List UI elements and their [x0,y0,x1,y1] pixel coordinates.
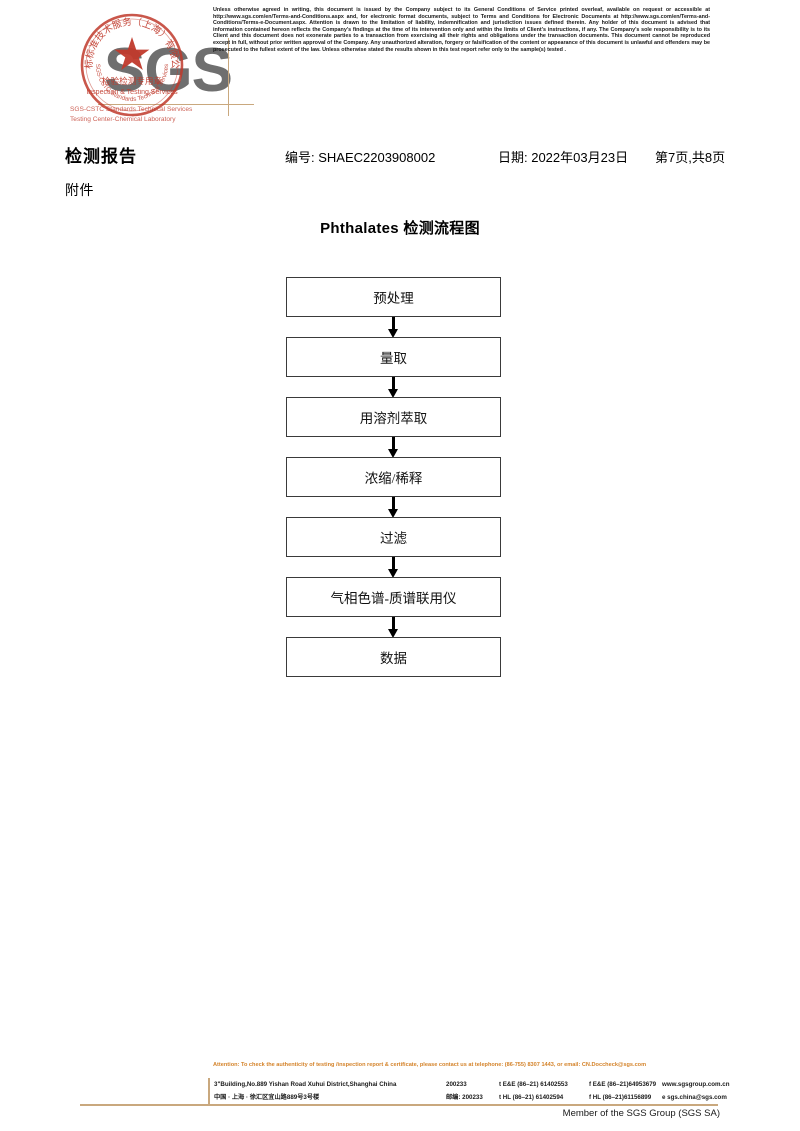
flow-arrow-3 [286,437,501,458]
logo-vertical-rule [228,38,229,116]
flow-step-2: 量取 [286,337,501,377]
flow-arrow-6 [286,617,501,638]
svg-text:检验检测专用章: 检验检测专用章 [102,75,163,86]
company-seal: 国标标准技术服务（上海）有限公司 SGS-CSTC Standards Tech… [68,5,196,133]
svg-text:SGS-CSTC Standards Technical S: SGS-CSTC Standards Technical Services [70,106,193,113]
phone-en-1: t E&E (86–21) 61402553 [499,1081,568,1088]
flow-arrow-5 [286,557,501,578]
address-row-en: 3"Building,No.889 Yishan Road Xuhui Dist… [214,1078,730,1091]
svg-text:Inspection & Testing Services: Inspection & Testing Services [86,89,178,96]
flow-step-1: 预处理 [286,277,501,317]
address-row-cn: 中国 · 上海 · 徐汇区宜山路889号3号楼 邮编: 200233 t HL … [214,1091,727,1104]
flow-arrow-4 [286,497,501,518]
phone-cn-1: t HL (86–21) 61402594 [499,1094,564,1101]
address-en: 3"Building,No.889 Yishan Road Xuhui Dist… [214,1081,397,1088]
report-number: 编号: SHAEC2203908002 [285,150,436,165]
flow-step-3: 用溶剂萃取 [286,397,501,437]
page-subtitle: 附件 [65,182,94,198]
postcode-cn: 邮编: 200233 [446,1094,483,1101]
footer-divider [80,1104,718,1106]
flow-step-6: 气相色谱-质谱联用仪 [286,577,501,617]
flowchart-title: Phthalates 检测流程图 [320,220,480,237]
phone-cn-2: f HL (86–21)61156899 [589,1094,652,1101]
report-date: 日期: 2022年03月23日 [498,150,629,165]
attention-notice: Attention: To check the authenticity of … [213,1062,647,1068]
flow-arrow-1 [286,317,501,338]
postcode-en: 200233 [446,1081,467,1088]
legal-disclaimer: Unless otherwise agreed in writing, this… [213,7,710,53]
flowchart: 预处理 量取 用溶剂萃取 浓缩/稀释 过滤 气相色谱-质谱联用仪 数据 [286,277,503,677]
flow-step-7: 数据 [286,637,501,677]
flow-step-5: 过滤 [286,517,501,557]
phone-en-2: f E&E (86–21)64953679 [589,1081,657,1088]
address-block: 3"Building,No.889 Yishan Road Xuhui Dist… [208,1078,730,1104]
address-accent-rule [208,1078,210,1104]
member-of-group-line: Member of the SGS Group (SGS SA) [562,1108,720,1119]
website-link[interactable]: www.sgsgroup.com.cn [662,1081,730,1088]
flow-arrow-2 [286,377,501,398]
svg-text:Testing Center-Chemical Labora: Testing Center-Chemical Laboratory [70,116,176,123]
page-indicator: 第7页,共8页 [655,150,726,165]
email-link[interactable]: e sgs.china@sgs.com [662,1094,727,1101]
flow-step-4: 浓缩/稀释 [286,457,501,497]
logo-horizontal-rule [98,104,254,105]
seal-graphic: 国标标准技术服务（上海）有限公司 SGS-CSTC Standards Tech… [68,5,193,123]
page-title: 检测报告 [65,147,137,166]
address-cn: 中国 · 上海 · 徐汇区宜山路889号3号楼 [214,1094,320,1101]
